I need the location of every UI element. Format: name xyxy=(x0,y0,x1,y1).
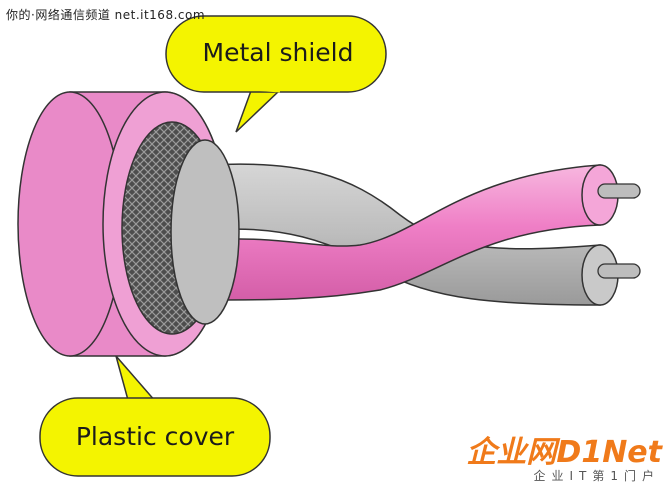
pink-wire xyxy=(209,164,641,301)
inner-insulation xyxy=(170,139,240,325)
brand-logo: 企业网D1Net 企业IT第1门户 xyxy=(466,427,662,487)
brand-tagline: 企业IT第1门户 xyxy=(533,469,660,483)
metal-shield-callout xyxy=(165,15,387,133)
brand-name: 企业网D1Net xyxy=(466,435,662,470)
plastic-cover-label: Plastic cover xyxy=(75,422,235,451)
plastic-cover-callout xyxy=(39,355,271,477)
site-watermark: 你的·网络通信频道 net.it168.com xyxy=(6,8,206,22)
metal-shield-label: Metal shield xyxy=(202,38,354,67)
